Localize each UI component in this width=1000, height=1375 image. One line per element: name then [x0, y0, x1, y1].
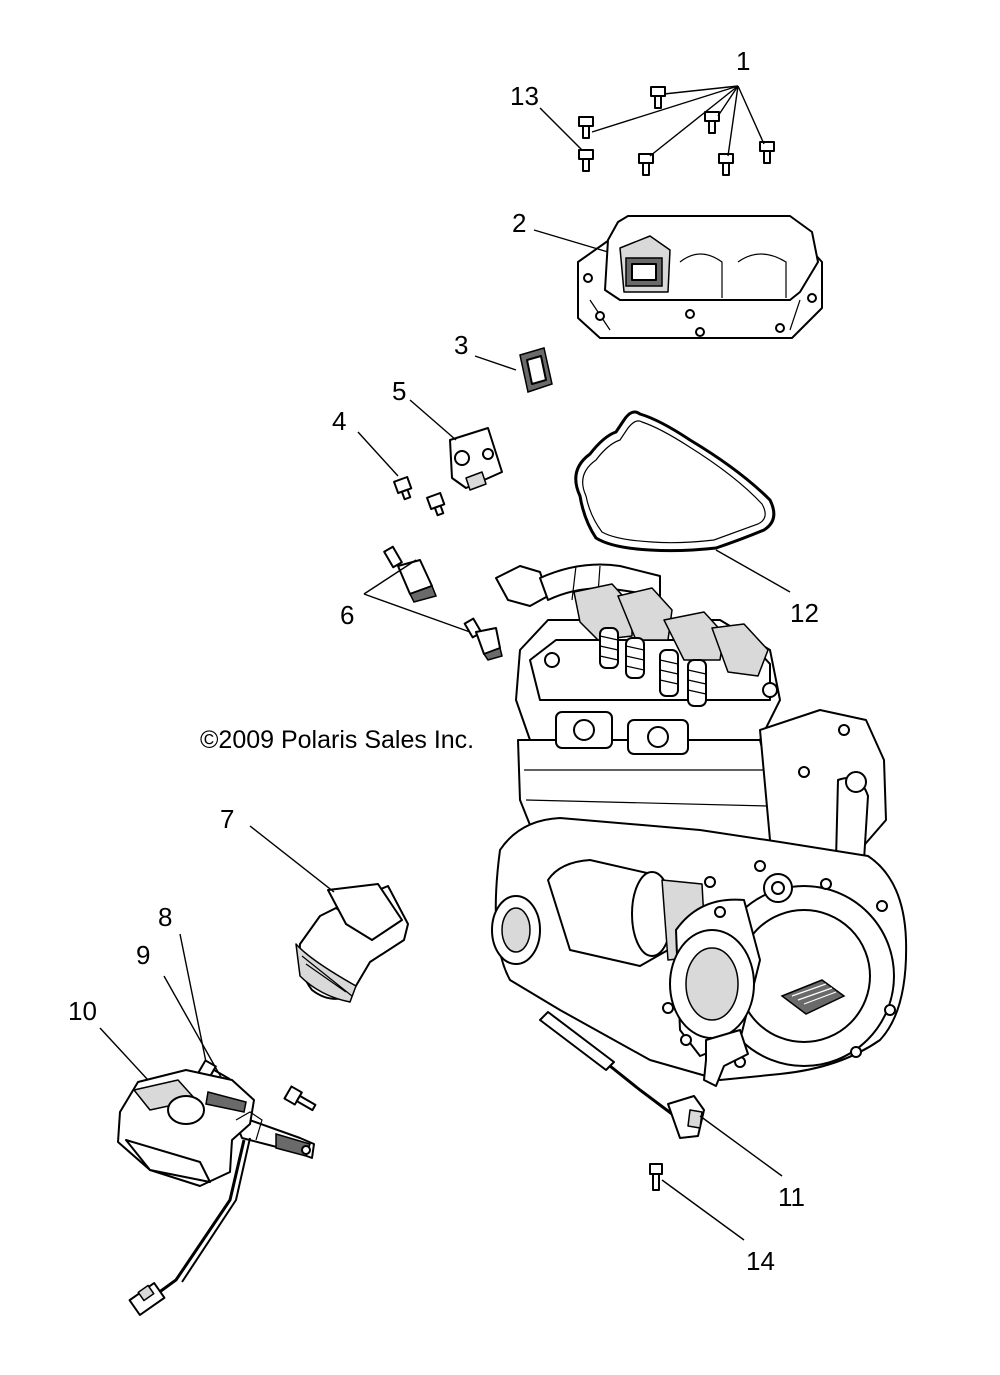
callout-14: 14 [746, 1246, 775, 1276]
speed-sensor-11 [539, 1011, 705, 1139]
leader-line-8 [179, 933, 207, 1063]
bolt-icon [704, 111, 720, 134]
callout-5: 5 [392, 376, 406, 406]
callout-12: 12 [790, 598, 819, 628]
callout-3: 3 [454, 330, 468, 360]
bolt-icon [283, 1085, 317, 1112]
valve-spring-icon [659, 649, 679, 697]
spark-plug-upper [383, 545, 438, 603]
bolt-icon [650, 86, 666, 109]
callout-1: 1 [736, 46, 750, 76]
callout-2: 2 [512, 208, 526, 238]
callout-9: 9 [136, 940, 150, 970]
bolt-icon [759, 141, 775, 164]
leader-lines-6 [363, 559, 471, 633]
leader-line-3 [474, 355, 517, 371]
throttle-body [117, 1069, 263, 1316]
callout-10: 10 [68, 996, 97, 1026]
leader-line-12 [715, 549, 791, 593]
bolt-icon [718, 153, 734, 176]
valve-cover-gasket [574, 410, 776, 553]
bolt-icon [578, 149, 594, 172]
callout-4: 4 [332, 406, 346, 436]
bolt-icon [578, 116, 594, 139]
engine-block [491, 563, 908, 1087]
leader-line-10 [99, 1027, 149, 1081]
sensor-5 [449, 427, 503, 491]
spark-plug-lower [463, 617, 503, 661]
temp-sensor-9 [237, 1117, 315, 1159]
leader-line-4 [357, 431, 399, 477]
valve-spring-icon [625, 637, 645, 679]
small-gasket [519, 347, 553, 393]
valve-spring-icon [599, 627, 619, 669]
valve-cover [577, 215, 823, 339]
callout-7: 7 [220, 804, 234, 834]
leader-line-5 [409, 399, 457, 441]
leader-line-2 [533, 229, 609, 253]
copyright-notice: ©2009 Polaris Sales Inc. [200, 726, 474, 754]
leader-line-14 [661, 1179, 745, 1241]
leader-lines-1 [539, 85, 765, 157]
leader-line-11 [699, 1115, 783, 1177]
leader-line-7 [249, 825, 335, 893]
callout-13: 13 [510, 81, 539, 111]
bolt-icon [649, 1163, 663, 1191]
valve-spring-icon [687, 659, 707, 707]
bolt-icon [638, 153, 654, 176]
bolt-set-1 [578, 86, 775, 176]
screw-icon [393, 476, 413, 501]
callout-6: 6 [340, 600, 354, 630]
screw-pair-4 [393, 476, 446, 517]
screw-icon [426, 492, 446, 517]
callout-8: 8 [158, 902, 172, 932]
callout-11: 11 [778, 1182, 805, 1212]
intake-boot [295, 883, 409, 1003]
